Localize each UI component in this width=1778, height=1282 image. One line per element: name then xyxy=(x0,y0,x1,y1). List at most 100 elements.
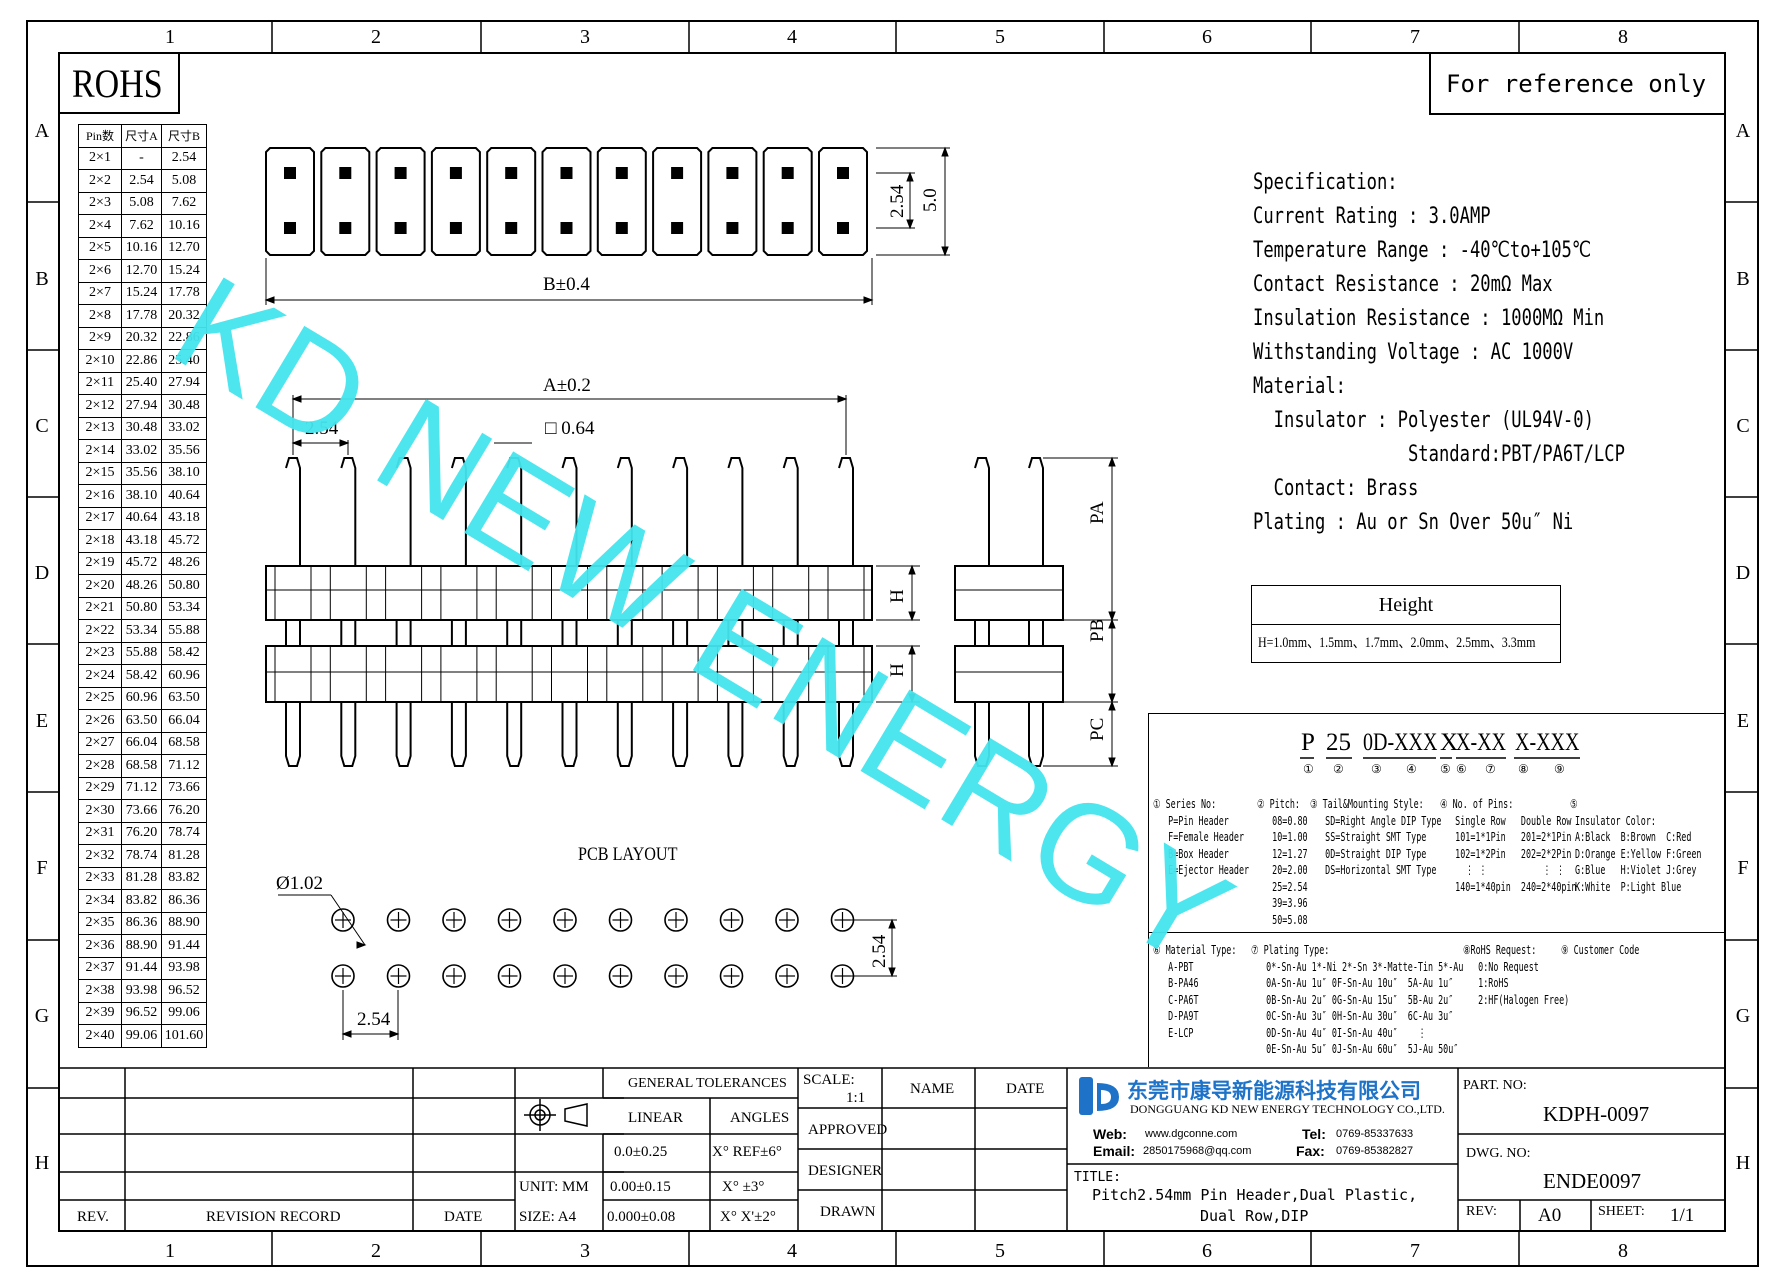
housing-cell xyxy=(707,147,758,256)
part-code-num-9: ⑨ xyxy=(1554,762,1565,776)
zone-row-g: G xyxy=(34,1005,50,1027)
part-code-num-5: ⑤ xyxy=(1440,762,1451,776)
side-view xyxy=(954,457,1064,767)
zone-row-g-right: G xyxy=(1735,1005,1751,1027)
dim-arrow xyxy=(941,246,949,257)
side-housing-lower xyxy=(954,645,1064,703)
dimension-lines xyxy=(264,146,1118,1040)
table-cell: 2×20 xyxy=(78,574,122,598)
table-cell: 55.88 xyxy=(161,619,207,643)
zone-row-f-right: F xyxy=(1737,857,1749,879)
zone-col-4-bottom: 4 xyxy=(787,1240,797,1262)
pin-lower xyxy=(838,702,854,767)
pcb-hole xyxy=(664,908,688,932)
table-cell: 38.10 xyxy=(161,461,207,485)
table-cell: 99.06 xyxy=(161,1001,207,1025)
spec-line: Withstanding Voltage : AC 1000V xyxy=(1253,340,1574,365)
table-cell: 83.82 xyxy=(161,866,207,890)
tb-drawn: DRAWN xyxy=(820,1204,876,1220)
reference-box xyxy=(1429,54,1724,115)
rohs-label: ROHS xyxy=(72,61,163,106)
pin-table-header-cell: 尺寸B xyxy=(161,124,207,148)
housing-cell xyxy=(818,147,868,256)
dim-arrow xyxy=(908,611,916,622)
table-cell: 5.08 xyxy=(121,191,162,215)
pin-lower xyxy=(672,702,689,767)
zone-col-5: 5 xyxy=(995,26,1005,48)
tb-designer: DESIGNER xyxy=(808,1163,883,1179)
table-cell: 53.34 xyxy=(161,596,207,620)
table-cell: 2×40 xyxy=(78,1024,122,1048)
pin-square xyxy=(615,167,628,179)
table-cell: 2.54 xyxy=(161,146,207,170)
pin-square xyxy=(726,222,739,234)
table-cell: 2×29 xyxy=(78,776,122,800)
table-cell: 25.40 xyxy=(161,349,207,373)
legend-rohs: ⑧RoHS Request: 0:No Request 1:RoHS 2:HF(… xyxy=(1463,943,1570,1007)
dim-arrow xyxy=(906,171,914,182)
front-view xyxy=(265,457,873,767)
pin-square xyxy=(449,167,462,179)
table-cell: 25.40 xyxy=(121,371,162,395)
tb-dwg-no-label: DWG. NO: xyxy=(1466,1146,1531,1161)
company-name-cn: 东莞市康导新能源科技有限公司 xyxy=(1127,1079,1421,1103)
pin-square xyxy=(726,167,739,179)
table-cell: 2×5 xyxy=(78,236,122,260)
tb-sheet-label: SHEET: xyxy=(1598,1204,1645,1219)
legend-color: ⑤ Insulator Color: A:Black B:Brown C:Red… xyxy=(1570,797,1702,894)
pin-square xyxy=(781,222,794,234)
pcb-hole xyxy=(497,964,522,988)
table-cell: 43.18 xyxy=(161,506,207,530)
dim-arrow xyxy=(291,395,302,403)
part-code-box xyxy=(1148,713,1726,1067)
zone-col-3-bottom: 3 xyxy=(580,1240,590,1262)
pin-square xyxy=(394,222,407,234)
zone-col-6-bottom: 6 xyxy=(1202,1240,1212,1262)
dim-arrow xyxy=(356,941,367,949)
tb-lin2: 0.00±0.15 xyxy=(610,1179,671,1195)
leader xyxy=(330,894,366,946)
table-cell: 27.94 xyxy=(161,371,207,395)
pin-lower xyxy=(616,702,633,767)
zone-col-8: 8 xyxy=(1618,26,1628,48)
zone-col-5-bottom: 5 xyxy=(995,1240,1005,1262)
table-cell: 20.32 xyxy=(161,304,207,328)
dim-arrow xyxy=(888,967,896,978)
pin-lower xyxy=(727,702,744,767)
pcb-hole xyxy=(442,908,466,932)
pcb-hole xyxy=(775,964,799,988)
tb-title-line2: Dual Row,DIP xyxy=(1200,1207,1309,1225)
tb-angles: ANGLES xyxy=(730,1110,790,1126)
side-pin-upper xyxy=(1028,457,1044,566)
housing-cell xyxy=(265,147,315,256)
part-code-num-4: ④ xyxy=(1406,762,1417,776)
part-code-num-6: ⑥ xyxy=(1456,762,1467,776)
pcb-hole xyxy=(719,908,744,932)
zone-row-c: C xyxy=(35,415,49,437)
zone-col-4: 4 xyxy=(787,26,797,48)
tb-ang2: X° ±3° xyxy=(722,1179,765,1195)
pin-lower xyxy=(450,702,467,767)
fax-label: Fax: xyxy=(1296,1143,1325,1159)
table-cell: 10.16 xyxy=(121,236,162,260)
part-code-num-3: ③ xyxy=(1371,762,1382,776)
pin-square xyxy=(837,222,849,234)
pin-square xyxy=(505,222,518,234)
dim-arrow xyxy=(837,395,848,403)
pin-square xyxy=(671,167,684,179)
tb-linear: LINEAR xyxy=(628,1110,683,1126)
pcb-hole xyxy=(719,964,744,988)
table-cell: 2×36 xyxy=(78,934,122,958)
legend-pins: ④ No. of Pins: Single Row Double Row 101… xyxy=(1440,797,1577,894)
pin-square xyxy=(671,222,684,234)
table-cell: 2×2 xyxy=(78,169,122,193)
